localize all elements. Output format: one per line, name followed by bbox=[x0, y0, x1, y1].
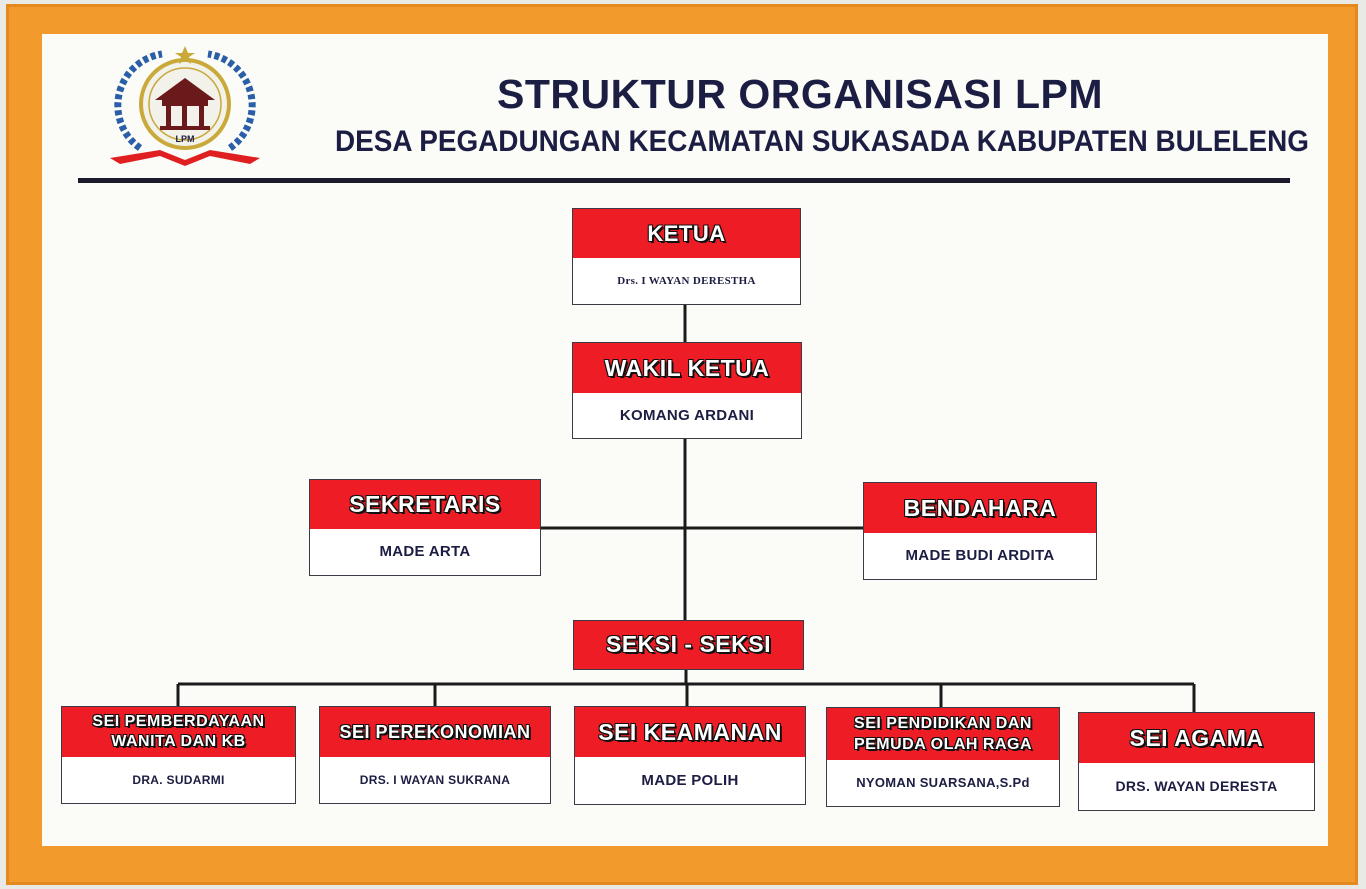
section-role: SEI KEAMANAN bbox=[575, 707, 805, 757]
section-role: SEI AGAMA bbox=[1079, 713, 1314, 763]
section-box-pemberdayaan: SEI PEMBERDAYAAN WANITA DAN KB DRA. SUDA… bbox=[61, 706, 296, 804]
bendahara-name: MADE BUDI ARDITA bbox=[905, 547, 1055, 564]
sekretaris-name: MADE ARTA bbox=[379, 543, 471, 560]
section-role: SEI PEMBERDAYAAN WANITA DAN KB bbox=[62, 707, 295, 757]
ketua-box: KETUA Drs. I WAYAN DERESTHA bbox=[572, 208, 801, 305]
seksi-box: SEKSI - SEKSI bbox=[573, 620, 804, 670]
header-divider bbox=[78, 178, 1290, 183]
section-name: DRS. I WAYAN SUKRANA bbox=[359, 772, 511, 787]
section-box-agama: SEI AGAMA DRS. WAYAN DERESTA bbox=[1078, 712, 1315, 811]
lpm-logo: LPM bbox=[110, 46, 260, 166]
page-title: STRUKTUR ORGANISASI LPM bbox=[497, 71, 1103, 117]
sekretaris-box: SEKRETARIS MADE ARTA bbox=[309, 479, 541, 576]
bendahara-role: BENDAHARA bbox=[864, 483, 1096, 533]
section-role: SEI PEREKONOMIAN bbox=[320, 707, 550, 757]
logo-text: LPM bbox=[176, 134, 195, 144]
wakil-ketua-name: KOMANG ARDANI bbox=[619, 406, 755, 424]
section-box-perekonomian: SEI PEREKONOMIAN DRS. I WAYAN SUKRANA bbox=[319, 706, 551, 804]
section-name: MADE POLIH bbox=[641, 771, 739, 789]
page-subtitle: DESA PEGADUNGAN KECAMATAN SUKASADA KABUP… bbox=[335, 125, 1309, 158]
wakil-ketua-role: WAKIL KETUA bbox=[573, 343, 801, 393]
ketua-name: Drs. I WAYAN DERESTHA bbox=[617, 274, 756, 287]
sekretaris-role: SEKRETARIS bbox=[310, 480, 540, 529]
section-box-pendidikan: SEI PENDIDIKAN DAN PEMUDA OLAH RAGA NYOM… bbox=[826, 707, 1060, 807]
wakil-ketua-box: WAKIL KETUA KOMANG ARDANI bbox=[572, 342, 802, 439]
section-name: NYOMAN SUARSANA,S.Pd bbox=[856, 775, 1030, 790]
section-name: DRA. SUDARMI bbox=[132, 772, 225, 787]
section-box-keamanan: SEI KEAMANAN MADE POLIH bbox=[574, 706, 806, 805]
ketua-role: KETUA bbox=[573, 209, 800, 258]
section-role: SEI PENDIDIKAN DAN PEMUDA OLAH RAGA bbox=[827, 708, 1059, 760]
section-name: DRS. WAYAN DERESTA bbox=[1115, 778, 1278, 794]
seksi-role: SEKSI - SEKSI bbox=[574, 621, 803, 668]
bendahara-box: BENDAHARA MADE BUDI ARDITA bbox=[863, 482, 1097, 580]
